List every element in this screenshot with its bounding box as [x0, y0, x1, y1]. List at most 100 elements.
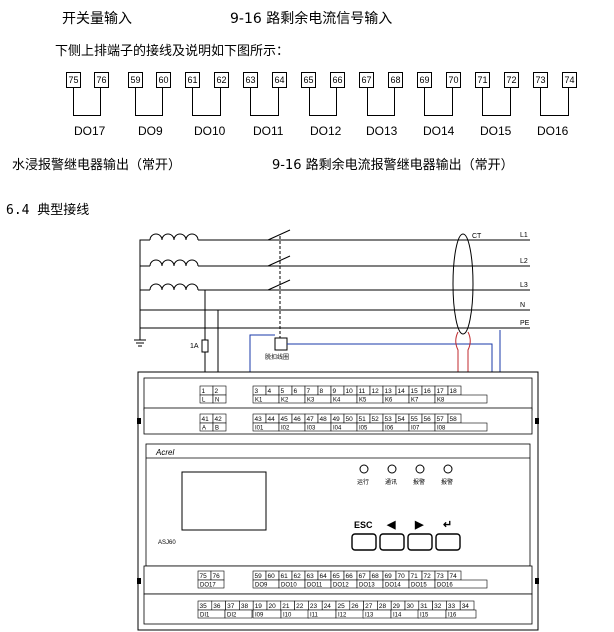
row4-terminal-num: 34 — [462, 603, 470, 610]
row4-terminal-num: 25 — [338, 603, 346, 610]
esc-button[interactable] — [351, 533, 377, 551]
row4-terminal-num: 38 — [241, 603, 249, 610]
row2-terminal-num: 52 — [372, 416, 380, 423]
row1-terminal-num: 2 — [215, 388, 219, 395]
row2-terminal-num: 51 — [359, 416, 367, 423]
row2-terminal-num: 56 — [424, 416, 432, 423]
row3-label: DO15 — [411, 583, 427, 589]
row1-terminal-num: 14 — [398, 388, 406, 395]
indicator-label-1: 通讯 — [385, 478, 397, 486]
row3-terminal-num: 75 — [200, 573, 208, 580]
enter-button[interactable] — [435, 533, 461, 551]
row2-terminal-num: 54 — [398, 416, 406, 423]
top-terminal-71: 71 — [475, 72, 490, 88]
row1-label: K5 — [359, 398, 367, 404]
row1-label: N — [215, 398, 219, 404]
enter-button-label: ↵ — [443, 519, 452, 531]
row4-label: DI1 — [200, 613, 210, 619]
top-terminal-73: 73 — [533, 72, 548, 88]
row1-terminal-num: 4 — [268, 388, 272, 395]
row4-terminal-num: 24 — [324, 603, 332, 610]
heading-residual-current-input: 9-16 路剩余电流信号输入 — [230, 11, 393, 27]
row4-terminal-num: 22 — [296, 603, 304, 610]
top-terminal-75: 75 — [66, 72, 81, 88]
indicator-led-1 — [387, 464, 397, 474]
left-button[interactable] — [379, 533, 405, 551]
heading-digital-input: 开关量输入 — [62, 11, 132, 27]
top-terminal-67: 67 — [359, 72, 374, 88]
row3-terminal-num: 68 — [372, 573, 380, 580]
row4-label: I14 — [393, 613, 402, 619]
row4-label: DI2 — [227, 613, 237, 619]
row3-label: DO14 — [385, 583, 401, 589]
row1-terminal-num: 17 — [437, 388, 445, 395]
ct-label: CT — [472, 233, 482, 240]
row3-label: DO17 — [200, 583, 216, 589]
row3-terminal-num: 67 — [359, 573, 367, 580]
section-title: 6.4 典型接线 — [6, 203, 90, 218]
row4-terminal-num: 33 — [448, 603, 456, 610]
row3-label: DO16 — [437, 583, 453, 589]
row2-label: I03 — [307, 426, 316, 432]
row1-label: K1 — [255, 398, 263, 404]
row2-label: I04 — [333, 426, 342, 432]
fuse-label: 1A — [190, 343, 199, 350]
do-connector — [482, 88, 511, 116]
top-terminal-63: 63 — [243, 72, 258, 88]
bus-lines — [140, 239, 530, 329]
trip-coil-label: 脱扣线圈 — [265, 353, 289, 361]
top-terminal-62: 62 — [214, 72, 229, 88]
row1-label: K4 — [333, 398, 341, 404]
do-label-do14: DO14 — [423, 124, 455, 138]
row4-terminal-num: 36 — [213, 603, 221, 610]
row2-terminal-num: 49 — [333, 416, 341, 423]
row4-terminal-num: 27 — [365, 603, 373, 610]
top-terminal-61: 61 — [185, 72, 200, 88]
row4-label: I13 — [365, 613, 374, 619]
row1-label: K8 — [437, 398, 445, 404]
top-terminal-69: 69 — [417, 72, 432, 88]
row4-terminal-num: 37 — [227, 603, 235, 610]
row4-label: I12 — [338, 613, 347, 619]
caption-water-alarm: 水浸报警继电器输出（常开） — [12, 158, 182, 173]
row2-terminal-num: 58 — [450, 416, 458, 423]
right-button-label: ▶ — [414, 519, 424, 531]
do-connector — [367, 88, 395, 116]
top-terminal-76: 76 — [94, 72, 109, 88]
row1-label: K3 — [307, 398, 315, 404]
row1-label: L — [202, 398, 206, 404]
row2-terminal-num: 53 — [385, 416, 393, 423]
row4-terminal-num: 21 — [282, 603, 290, 610]
row3-terminal-num: 60 — [268, 573, 276, 580]
do-connector — [73, 88, 101, 116]
do-label-do10: DO10 — [194, 124, 226, 138]
row4-label: I16 — [448, 613, 457, 619]
line-label-pe: PE — [520, 320, 530, 327]
row1-terminal-num: 13 — [385, 388, 393, 395]
row3-terminal-num: 74 — [450, 573, 458, 580]
do-label-do12: DO12 — [310, 124, 342, 138]
right-button[interactable] — [407, 533, 433, 551]
line-label-l2: L2 — [520, 258, 528, 265]
line-label-l1: L1 — [520, 232, 528, 239]
row1-label: K7 — [411, 398, 419, 404]
trip-coil — [274, 337, 288, 351]
row2-label: I06 — [385, 426, 394, 432]
row3-terminal-num: 71 — [411, 573, 419, 580]
row2-terminal-num: 48 — [320, 416, 328, 423]
left-button-label: ◀ — [386, 519, 396, 531]
row1-terminal-num: 18 — [450, 388, 458, 395]
row2-label: B — [215, 426, 219, 432]
row4-terminal-num: 29 — [393, 603, 401, 610]
fuse — [201, 339, 209, 353]
row4-terminal-num: 35 — [200, 603, 208, 610]
intro-text: 下侧上排端子的接线及说明如下图所示： — [55, 44, 290, 59]
ct-wire-1 — [455, 331, 459, 386]
row2-terminal-num: 45 — [281, 416, 289, 423]
row1-terminal-num: 5 — [281, 388, 285, 395]
row4-terminal-num: 26 — [351, 603, 359, 610]
do-label-do15: DO15 — [480, 124, 512, 138]
row1-terminal-num: 8 — [320, 388, 324, 395]
indicator-label-0: 运行 — [357, 478, 369, 486]
row1-terminal-num: 16 — [424, 388, 432, 395]
